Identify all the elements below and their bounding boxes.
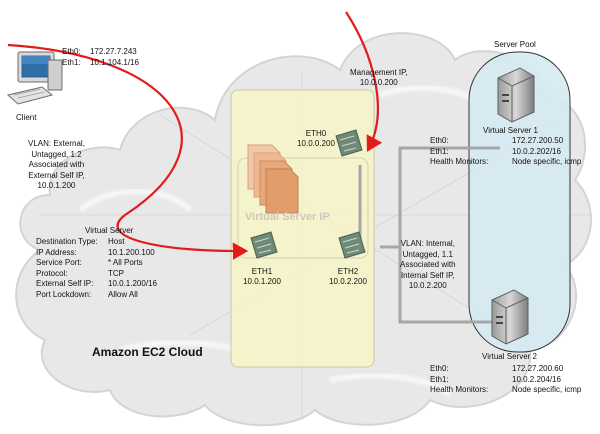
- management-traffic-arrow: [345, 11, 383, 152]
- eth0-ip: 10.0.0.200: [297, 139, 335, 148]
- client-eth0-key: Eth0:: [62, 47, 81, 56]
- vs-value: TCP: [108, 268, 124, 278]
- internal-vlan-label: VLAN: Internal, Untagged, 1.1 Associated…: [400, 239, 456, 292]
- s1-key: Eth1:: [430, 146, 449, 156]
- eth1-ip: 10.0.1.200: [243, 277, 281, 286]
- eth2-name: ETH2: [337, 267, 359, 276]
- vs-value: * All Ports: [108, 258, 143, 267]
- client-traffic-arrow: [7, 43, 249, 260]
- external-vlan-line: External Self IP,: [28, 170, 85, 180]
- client-eth0-value: 172.27.7.243: [90, 47, 137, 56]
- s1-key: Health Monitors:: [430, 157, 489, 166]
- vs-value: Host: [108, 237, 125, 246]
- server-pool-capsule: [468, 51, 571, 353]
- virtual-server-details: Destination Type: Host IP Address: 10.1.20…: [36, 237, 157, 300]
- vs-key: External Self IP:: [36, 279, 94, 288]
- management-line-1: Management IP,: [350, 68, 408, 77]
- s1-value: 172.27.200.50: [512, 136, 564, 145]
- s2-key: Eth1:: [430, 374, 449, 384]
- s2-key: Health Monitors:: [430, 385, 489, 394]
- management-ip-label: Management IP, 10.0.0.200: [350, 68, 408, 88]
- external-vlan-line: Untagged, 1.2: [31, 149, 82, 159]
- virtual-server-ip-icon: [247, 144, 299, 214]
- virtual-server-2-name: Virtual Server 2: [482, 352, 537, 361]
- vs-value: 10.1.200.100: [108, 247, 155, 257]
- pool-links: [358, 146, 500, 324]
- internal-vlan-line: Untagged, 1.1: [402, 249, 453, 259]
- external-vlan-label: VLAN: External, Untagged, 1.2 Associated…: [28, 139, 85, 192]
- vs-key: Protocol:: [36, 268, 68, 278]
- virtual-server-2-icon: [491, 289, 529, 345]
- vs-key: Destination Type:: [36, 237, 98, 246]
- internal-vlan-line: Associated with: [400, 260, 456, 269]
- vs-value: Allow All: [108, 289, 138, 299]
- eth1-label: ETH1 10.0.1.200: [232, 267, 292, 287]
- s1-value: Node specific, icmp: [512, 157, 582, 166]
- client-eth1-value: 10.1.104.1/16: [90, 57, 139, 67]
- eth0-label: ETH0 10.0.0.200: [286, 129, 346, 149]
- vs-key: IP Address:: [36, 247, 77, 257]
- virtual-server-1-name: Virtual Server 1: [483, 126, 538, 135]
- eth1-nic-icon: [250, 231, 278, 259]
- vs-value: 10.0.1.200/16: [108, 279, 157, 288]
- virtual-server-ip-watermark: Virtual Server IP: [245, 211, 330, 223]
- client-computer-icon: [6, 51, 63, 105]
- s2-key: Eth0:: [430, 364, 449, 373]
- virtual-server-2-details: Eth0: 172.27.200.60 Eth1: 10.0.2.204/16 He…: [430, 364, 581, 396]
- s2-value: 172.27.200.60: [512, 364, 564, 373]
- internal-vlan-line: 10.0.2.200: [408, 281, 447, 290]
- vs-key: Port Lockdown:: [36, 289, 92, 299]
- external-vlan-line: 10.0.1.200: [37, 181, 76, 190]
- s1-value: 10.0.2.202/16: [512, 146, 561, 156]
- external-vlan-line: Associated with: [28, 160, 85, 169]
- s2-value: Node specific, icmp: [512, 385, 582, 394]
- management-line-2: 10.0.0.200: [359, 78, 398, 87]
- server-pool-title: Server Pool: [494, 40, 536, 49]
- external-vlan-line: VLAN: External,: [28, 139, 85, 148]
- eth0-name: ETH0: [305, 129, 327, 138]
- virtual-server-1-icon: [497, 67, 535, 123]
- client-label: Client: [16, 113, 37, 122]
- internal-vlan-line: Internal Self IP,: [400, 270, 455, 280]
- eth1-name: ETH1: [251, 267, 273, 276]
- eth2-nic-icon: [338, 231, 366, 259]
- eth2-ip: 10.0.2.200: [329, 277, 367, 286]
- client-interfaces: Eth0: 172.27.7.243 Eth1: 10.1.104.1/16: [62, 47, 139, 68]
- vs-key: Service Port:: [36, 258, 82, 267]
- cloud-title: Amazon EC2 Cloud: [92, 345, 203, 359]
- s2-value: 10.0.2.204/16: [512, 374, 561, 384]
- s1-key: Eth0:: [430, 136, 449, 145]
- client-eth1-key: Eth1:: [62, 57, 81, 67]
- eth0-nic-icon: [335, 129, 363, 157]
- eth2-label: ETH2 10.0.2.200: [318, 267, 378, 287]
- virtual-server-1-details: Eth0: 172.27.200.50 Eth1: 10.0.2.202/16 He…: [430, 136, 581, 168]
- virtual-server-title: Virtual Server: [85, 226, 134, 235]
- internal-vlan-line: VLAN: Internal,: [400, 239, 455, 248]
